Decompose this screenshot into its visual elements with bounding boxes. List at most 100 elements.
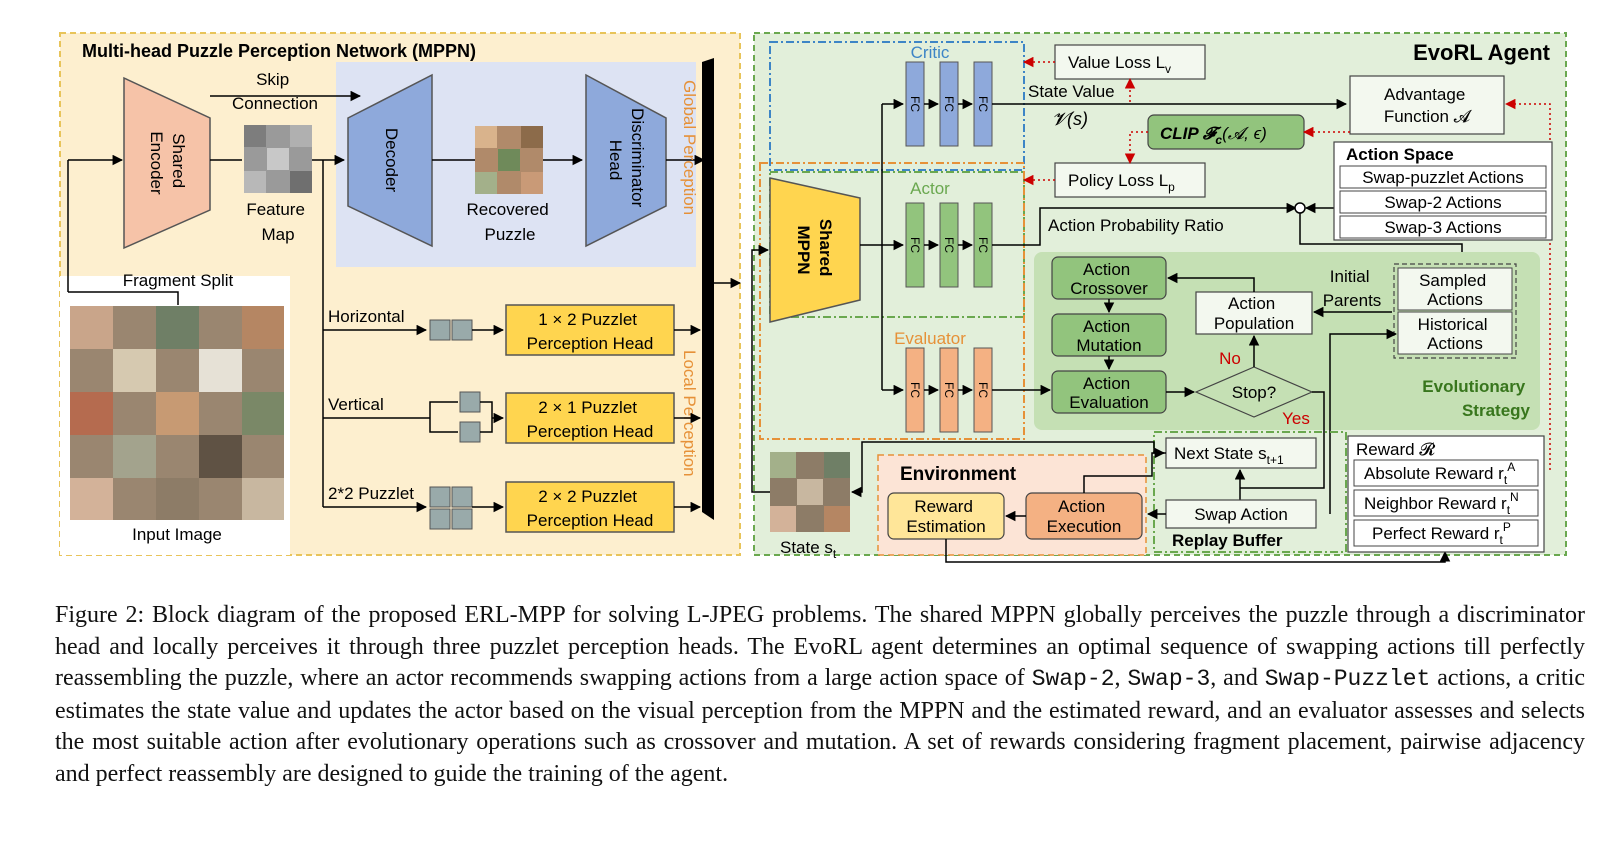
branch-horizontal-label: Horizontal xyxy=(328,307,405,326)
branch-2x2-label: 2*2 Puzzlet xyxy=(328,484,414,503)
action-execution-label: Action Execution xyxy=(1047,497,1122,536)
swap-action-to-historical xyxy=(1329,328,1398,514)
puzzlet-2x2-icon xyxy=(429,486,473,530)
state-value-label: State Value xyxy=(1028,82,1115,101)
reward-to-reward-panel xyxy=(945,539,1451,563)
neighbor-reward-label: Neighbor Reward rtN xyxy=(1364,490,1519,517)
critic-fc-layers xyxy=(905,61,993,147)
policy-loss-label: Policy Loss Lp xyxy=(1068,171,1175,194)
discriminator-head-block xyxy=(585,73,667,248)
replay-buffer-title: Replay Buffer xyxy=(1172,531,1283,550)
input-image xyxy=(70,306,284,520)
reward-panel-title: Reward 𝓡 xyxy=(1356,440,1435,459)
shared-mppn-label: Shared MPPN xyxy=(794,219,835,281)
head-2x2-label: 2 × 2 Puzzlet Perception Head xyxy=(527,487,654,530)
critic-fc-3: FC xyxy=(976,96,990,112)
action-mutation-label: Action Mutation xyxy=(1076,317,1141,355)
figure-caption: Figure 2: Block diagram of the proposed … xyxy=(55,602,1586,787)
perfect-reward-label: Perfect Reward rtP xyxy=(1372,520,1511,547)
reward-to-advantage-feedback xyxy=(1504,98,1551,470)
parents-group xyxy=(1393,263,1517,359)
clip-label: CLIP 𝓕c(𝓐, ϵ) xyxy=(1160,124,1267,147)
action-probability-ratio-label: Action Probability Ratio xyxy=(1048,216,1224,235)
shared-encoder-block xyxy=(123,76,211,250)
puzzlet-2x1-merge xyxy=(480,401,493,433)
historical-actions-label: Historical Actions xyxy=(1418,315,1493,353)
agent-title: EvoRL Agent xyxy=(1413,40,1551,65)
critic-fc-1: FC xyxy=(908,96,922,112)
state-to-mppn xyxy=(751,244,770,493)
action-space-item-swap-3 xyxy=(1339,215,1547,239)
neighbor-reward-box xyxy=(1353,489,1539,517)
mppn-title: Multi-head Puzzle Perception Network (MP… xyxy=(82,41,476,61)
next-state-label: Next State st+1 xyxy=(1174,444,1284,467)
value-loss-label: Value Loss Lv xyxy=(1068,53,1171,76)
state-value-symbol: 𝓥(s) xyxy=(1052,109,1088,129)
discriminator-head-label: Discriminator Head xyxy=(606,108,647,212)
puzzlet-2x1-icon xyxy=(459,391,481,443)
fragment-split-label: Fragment Split xyxy=(123,271,234,290)
state-image xyxy=(770,452,850,532)
action-space-title: Action Space xyxy=(1346,145,1454,164)
vertical-split-lines xyxy=(429,401,458,433)
actor-fc-3: FC xyxy=(976,237,990,253)
puzzlet-1x2-icon xyxy=(429,319,473,341)
action-space-item-swap-3-label: Swap-3 Actions xyxy=(1384,218,1501,237)
actor-fc-2: FC xyxy=(942,237,956,253)
evaluator-label: Evaluator xyxy=(894,329,966,348)
swap-action-label: Swap Action xyxy=(1194,505,1288,524)
next-state-to-state xyxy=(850,441,1166,498)
advantage-function-label: Advantage Function 𝓐 xyxy=(1384,85,1473,126)
decoder-label: Decoder xyxy=(382,128,401,193)
feature-map-image xyxy=(244,125,312,193)
evaluator-fc-3: FC xyxy=(976,382,990,398)
initial-parents-label: Initial Parents xyxy=(1323,267,1382,310)
action-space-item-swap-2-label: Swap-2 Actions xyxy=(1384,193,1501,212)
action-space-item-swap-puzzlet xyxy=(1339,165,1547,189)
head-2x1-label: 2 × 1 Puzzlet Perception Head xyxy=(527,398,654,441)
action-space-item-swap-2 xyxy=(1339,190,1547,214)
actor-fc-layers xyxy=(905,202,993,288)
environment-title: Environment xyxy=(900,464,1017,485)
action-space-item-swap-puzzlet-label: Swap-puzzlet Actions xyxy=(1362,168,1524,187)
shared-mppn-block xyxy=(769,177,861,323)
concat-bar xyxy=(702,58,714,520)
action-population-box xyxy=(1195,291,1313,335)
evaluator-fc-layers xyxy=(905,347,993,433)
evaluator-box xyxy=(759,162,1025,440)
perfect-reward-box xyxy=(1353,519,1539,547)
action-population-label: Action Population xyxy=(1214,294,1294,333)
replay-buffer-region xyxy=(1153,431,1347,553)
recovered-puzzle-image xyxy=(475,126,543,194)
evolutionary-strategy-label: Evolutionary Strategy xyxy=(1422,377,1530,420)
shared-encoder-label: Shared Encoder xyxy=(147,131,188,195)
critic-box xyxy=(769,41,1025,171)
historical-actions-box xyxy=(1397,311,1513,355)
next-state-box xyxy=(1165,437,1317,469)
skip-connection-label: Skip Connection xyxy=(232,70,318,113)
global-perception-label: Global Perception xyxy=(680,80,699,215)
ratio-node xyxy=(1294,202,1306,214)
critic-fc-2: FC xyxy=(942,96,956,112)
clip-to-losses xyxy=(1124,131,1148,165)
erl-mpp-diagram: Multi-head Puzzle Perception Network (MP… xyxy=(59,32,1567,563)
action-crossover-label: Action Crossover xyxy=(1070,260,1148,298)
action-probability-ratio-line xyxy=(992,202,1298,246)
head-2x2-block xyxy=(505,481,675,533)
reward-estimation-label: Reward Estimation xyxy=(906,497,985,536)
swap-action-box xyxy=(1165,499,1317,529)
head-2x1-block xyxy=(505,392,675,444)
head-1x2-label: 1 × 2 Puzzlet Perception Head xyxy=(527,310,654,353)
sampled-actions-box xyxy=(1397,267,1513,311)
policy-loss-box xyxy=(1054,162,1206,198)
sampled-actions-label: Sampled Actions xyxy=(1419,271,1491,309)
actor-fc-1: FC xyxy=(908,237,922,253)
population-to-crossover xyxy=(1166,272,1255,292)
action-evaluation-label: Action Evaluation xyxy=(1069,374,1148,412)
critic-label: Critic xyxy=(911,43,950,62)
stop-yes-label: Yes xyxy=(1282,409,1310,428)
absolute-reward-label: Absolute Reward rtA xyxy=(1364,460,1515,487)
state-label: State st xyxy=(780,538,837,561)
stop-no-label: No xyxy=(1219,349,1241,368)
stop-label: Stop? xyxy=(1232,383,1276,402)
